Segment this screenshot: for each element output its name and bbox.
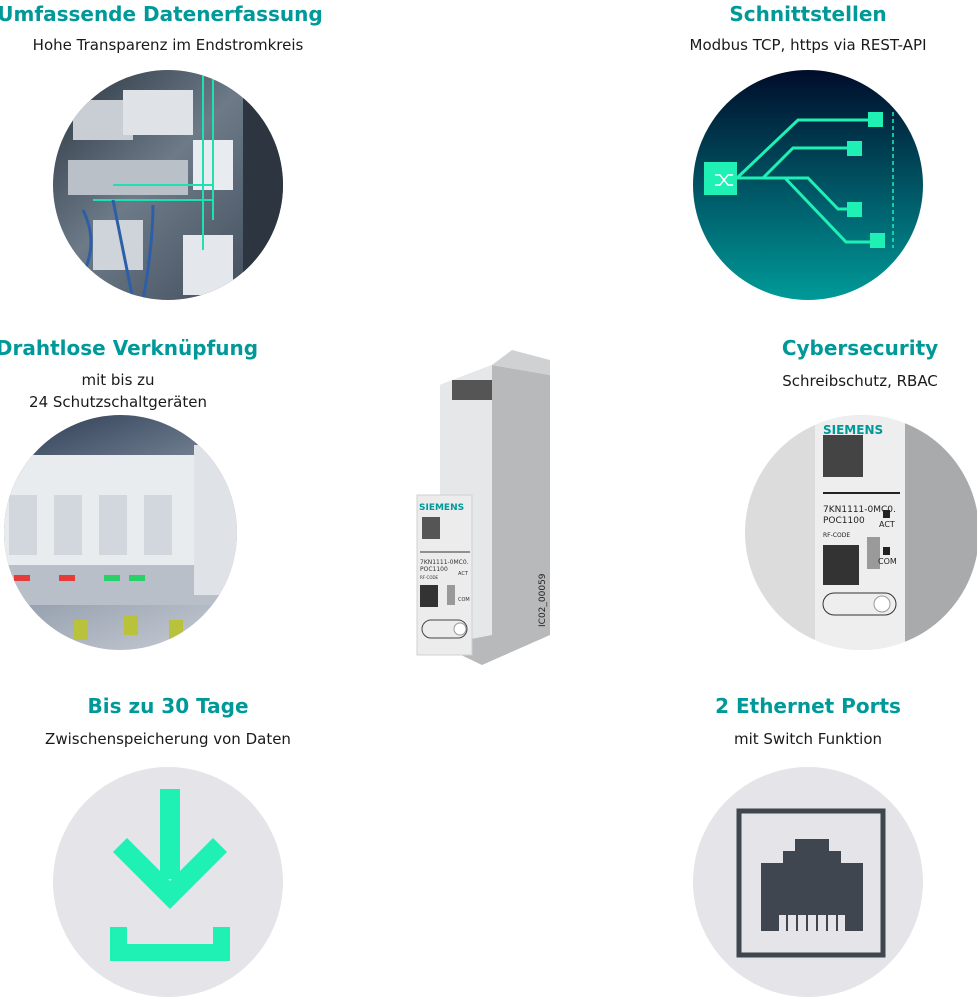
download-icon — [53, 767, 283, 997]
closeup-led-act: ACT — [879, 520, 895, 529]
device-closeup-illustration — [815, 415, 977, 650]
feature-subtitle-ethernet: mit Switch Funktion — [733, 730, 883, 748]
breakers-photo — [4, 415, 237, 650]
switchboard-photo — [53, 70, 283, 300]
feature-title-buffer: Bis zu 30 Tage — [87, 694, 249, 718]
ethernet-port-icon — [693, 767, 923, 997]
closeup-model: POC1100 — [823, 516, 865, 526]
closeup-led-com: COM — [878, 557, 897, 566]
feature-title-data-capture: Umfassende Datenerfassung — [0, 2, 323, 26]
network-switch-icon — [693, 70, 923, 300]
feature-subtitle-buffer: Zwischenspeicherung von Daten — [45, 730, 291, 748]
feature-subtitle-cybersecurity: Schreibschutz, RBAC — [782, 372, 938, 390]
feature-subtitle-interfaces: Modbus TCP, https via REST-API — [689, 36, 927, 54]
device-led-act: ACT — [458, 571, 468, 577]
image-id-label: IC02_00059 — [538, 573, 548, 627]
device-brand-label: SIEMENS — [419, 503, 465, 513]
device-led-com: COM — [458, 597, 470, 603]
feature-title-ethernet: 2 Ethernet Ports — [715, 694, 901, 718]
closeup-order-number: 7KN1111-0MC0. — [823, 505, 896, 515]
device-illustration — [416, 350, 550, 665]
feature-title-wireless: Drahtlose Verknüpfung — [0, 336, 259, 360]
device-order-number: 7KN1111-0MC0. — [420, 559, 469, 566]
download-arrow-graphic — [110, 789, 230, 961]
feature-subtitle-data-capture: Hohe Transparenz im Endstromkreis — [32, 36, 304, 54]
feature-title-cybersecurity: Cybersecurity — [781, 336, 939, 360]
device-closeup-photo: SIEMENS 7KN1111-0MC0. POC1100 RF-CODE AC… — [745, 415, 977, 650]
product-device-image: SIEMENS 7KN1111-0MC0. POC1100 RF-CODE AC… — [412, 345, 582, 670]
network-topology-graphic — [704, 112, 894, 248]
rj45-port-graphic — [736, 808, 886, 958]
feature-subtitle-wireless-line1: mit bis zu — [81, 371, 155, 389]
device-model: POC1100 — [420, 566, 448, 573]
breakers-illustration — [4, 445, 237, 640]
switchboard-illustration — [68, 70, 283, 300]
closeup-rf-code: RF-CODE — [823, 532, 851, 539]
feature-subtitle-wireless-line2: 24 Schutzschaltgeräten — [29, 393, 207, 411]
closeup-brand-label: SIEMENS — [823, 423, 884, 437]
device-rf-code-label: RF-CODE — [420, 575, 439, 580]
feature-title-interfaces: Schnittstellen — [729, 2, 887, 26]
